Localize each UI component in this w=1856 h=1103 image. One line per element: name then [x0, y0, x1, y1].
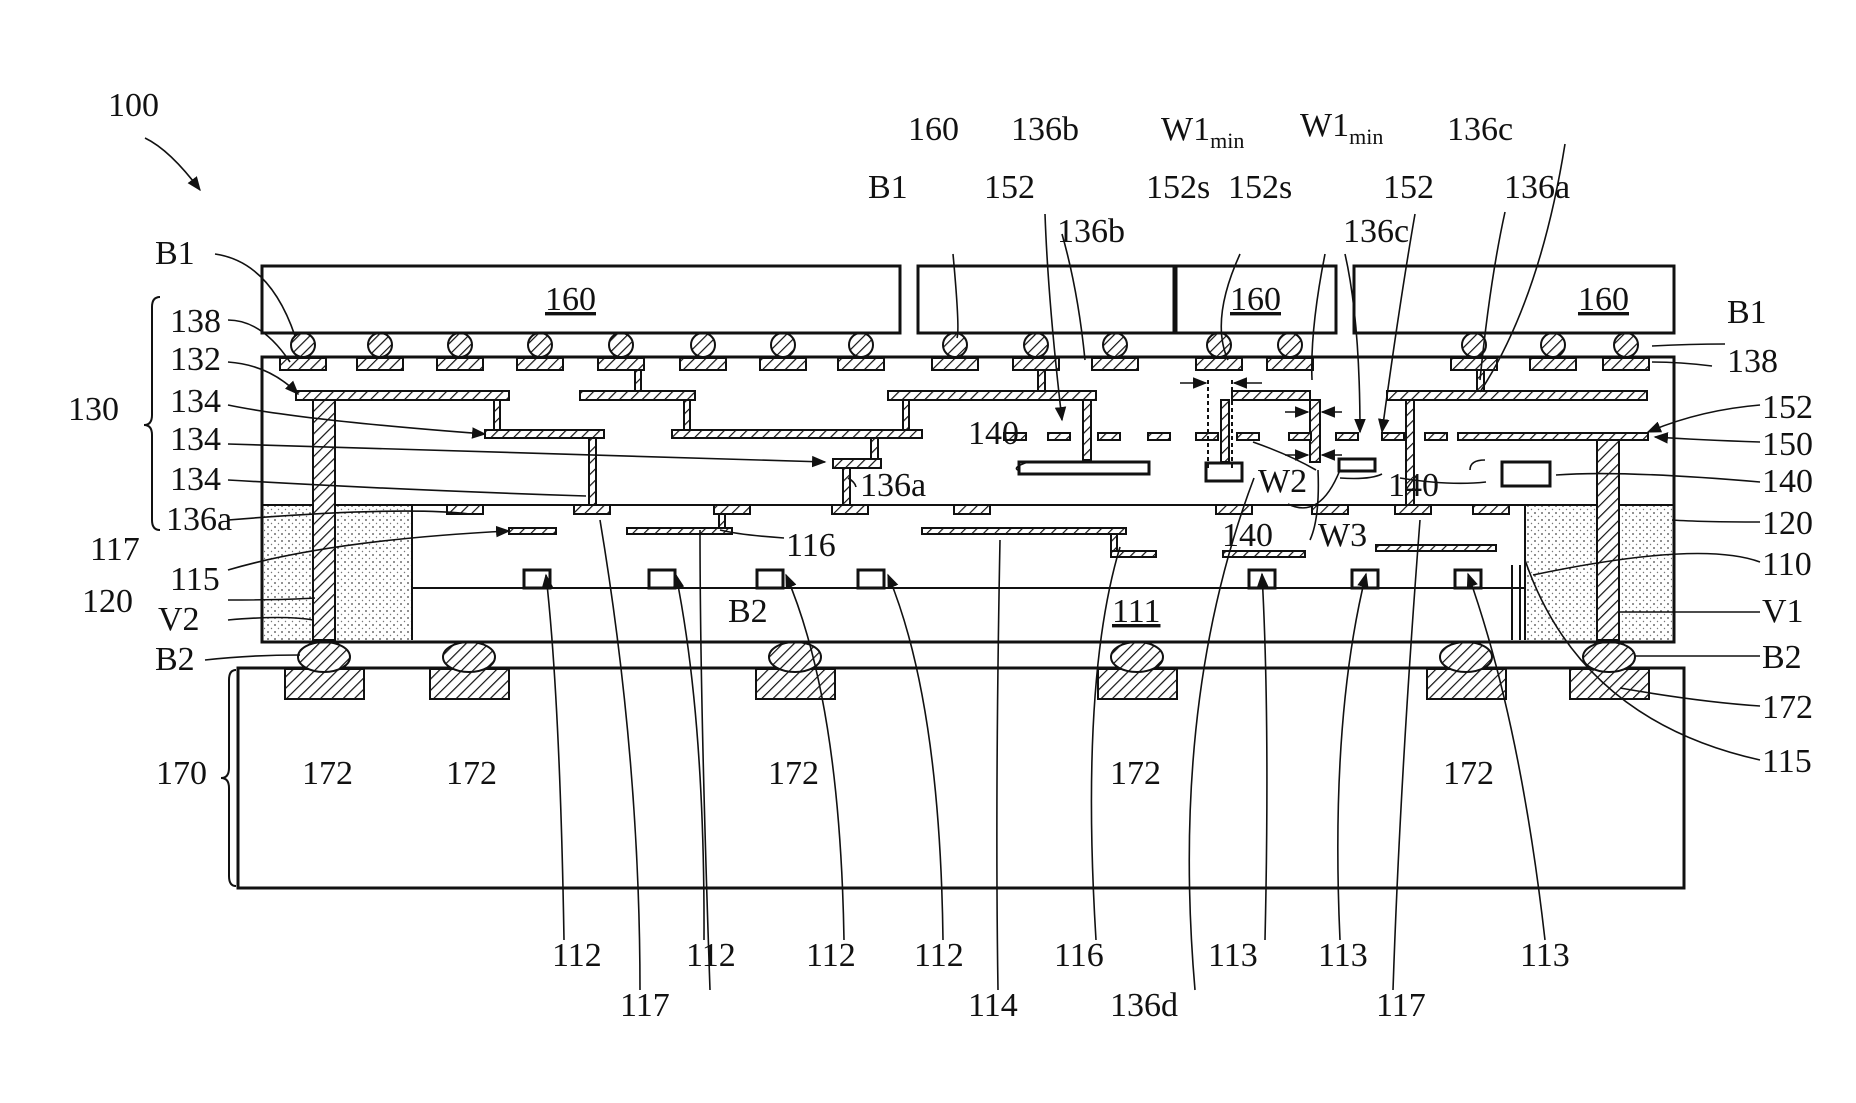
label-136c-top: 136c: [1447, 111, 1513, 148]
label-112-2: 112: [686, 937, 736, 974]
label-B2-left: B2: [155, 641, 195, 678]
label-134-b: 134: [170, 421, 221, 458]
label-V1: V1: [1762, 593, 1804, 630]
bumps-B1: [291, 333, 1638, 357]
label-110: 110: [1762, 546, 1812, 583]
label-116-b: 116: [1054, 937, 1104, 974]
label-W1min-b: W1min: [1300, 107, 1383, 149]
label-132: 132: [170, 341, 221, 378]
label-172-2: 172: [446, 755, 497, 792]
label-B1-left: B1: [155, 235, 195, 272]
label-152s-a: 152s: [1146, 169, 1210, 206]
label-B2-right: B2: [1762, 639, 1802, 676]
label-152-right: 152: [1762, 389, 1813, 426]
label-172-1: 172: [302, 755, 353, 792]
label-152-b: 152: [1383, 169, 1434, 206]
label-130: 130: [68, 391, 119, 428]
label-136a-left: 136a: [166, 501, 232, 538]
label-100: 100: [108, 87, 159, 124]
label-170: 170: [156, 755, 207, 792]
label-150: 150: [1762, 426, 1813, 463]
label-B1-a: B1: [868, 169, 908, 206]
label-136d: 136d: [1110, 987, 1178, 1024]
label-134-c: 134: [170, 461, 221, 498]
label-136b-mid: 136b: [1057, 213, 1125, 250]
label-117-b1: 117: [620, 987, 670, 1024]
chips-160: [262, 266, 1674, 333]
label-160-top: 160: [908, 111, 959, 148]
label-112-3: 112: [806, 937, 856, 974]
label-117-b2: 117: [1376, 987, 1426, 1024]
label-140-c: 140: [1388, 467, 1439, 504]
label-113-3: 113: [1520, 937, 1570, 974]
label-172-3: 172: [768, 755, 819, 792]
label-113-1: 113: [1208, 937, 1258, 974]
label-113-2: 113: [1318, 937, 1368, 974]
label-chip-160-3: 160: [1230, 281, 1281, 318]
label-115-right: 115: [1762, 743, 1812, 780]
label-111: 111: [1112, 593, 1160, 630]
reference-arrow-100: [145, 138, 200, 190]
label-115-left: 115: [170, 561, 220, 598]
label-134-a: 134: [170, 383, 221, 420]
label-112-4: 112: [914, 937, 964, 974]
label-172-5: 172: [1443, 755, 1494, 792]
label-136a-mid: 136a: [860, 467, 926, 504]
label-152-a: 152: [984, 169, 1035, 206]
label-W3: W3: [1318, 517, 1367, 554]
label-chip-160-4: 160: [1578, 281, 1629, 318]
label-V2: V2: [158, 601, 200, 638]
label-138-left: 138: [170, 303, 221, 340]
label-172-4: 172: [1110, 755, 1161, 792]
label-120-left: 120: [82, 583, 133, 620]
label-136b-top: 136b: [1011, 111, 1079, 148]
label-114: 114: [968, 987, 1018, 1024]
label-117-left: 117: [90, 531, 140, 568]
label-120-right: 120: [1762, 505, 1813, 542]
label-B2-mid: B2: [728, 593, 768, 630]
label-W1min-a: W1min: [1161, 111, 1244, 153]
label-140-a: 140: [968, 415, 1019, 452]
label-112-1: 112: [552, 937, 602, 974]
label-136a-top: 136a: [1504, 169, 1570, 206]
label-136c-mid: 136c: [1343, 213, 1409, 250]
label-138-right: 138: [1727, 343, 1778, 380]
label-152s-b: 152s: [1228, 169, 1292, 206]
label-140-b: 140: [1222, 517, 1273, 554]
label-W2: W2: [1258, 463, 1307, 500]
label-172-right: 172: [1762, 689, 1813, 726]
bracket-130: [144, 297, 160, 530]
label-116-a: 116: [786, 527, 836, 564]
label-B1-right: B1: [1727, 294, 1767, 331]
label-chip-160-1: 160: [545, 281, 596, 318]
label-140-right: 140: [1762, 463, 1813, 500]
